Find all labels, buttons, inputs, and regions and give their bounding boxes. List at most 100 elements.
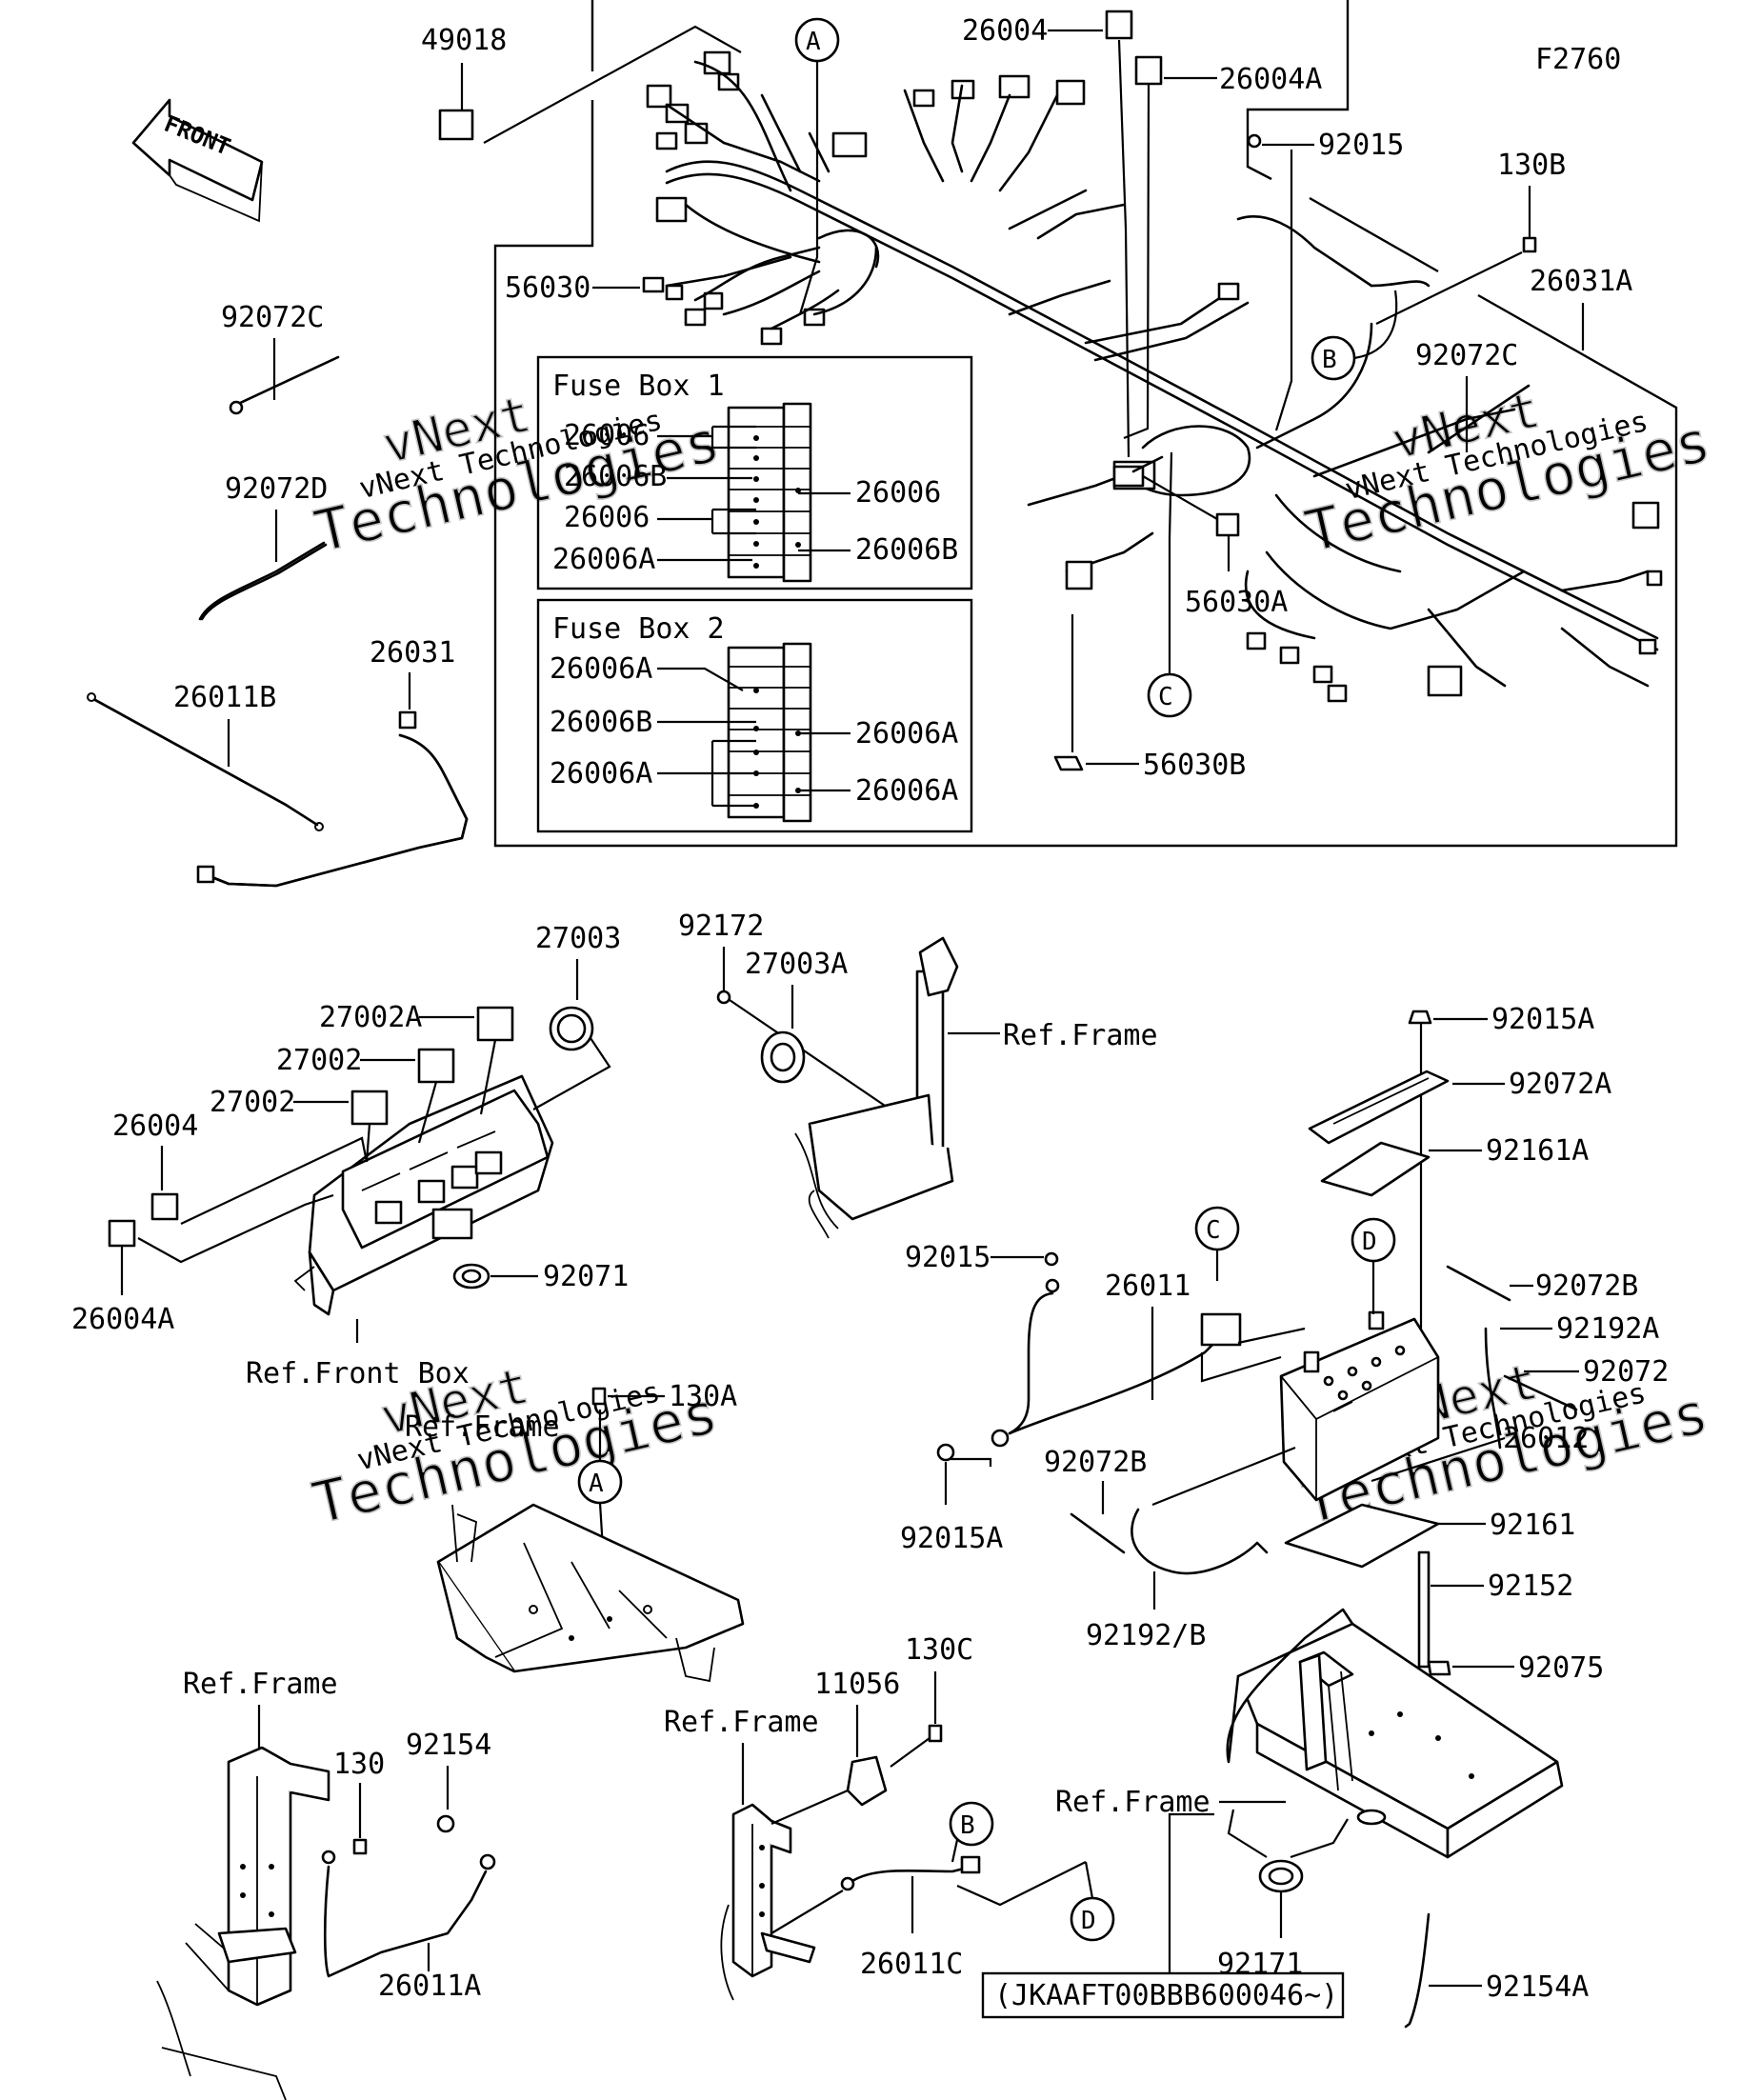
callout-b-top: B bbox=[1311, 290, 1398, 381]
svg-text:92075: 92075 bbox=[1518, 1651, 1604, 1685]
fuse-box-2-panel: Fuse Box 2 26006A 26006B 26006A 26006A 2… bbox=[536, 598, 973, 833]
part-92015A-mid: 92015A bbox=[900, 1443, 1003, 1555]
svg-text:26011B: 26011B bbox=[173, 681, 276, 714]
part-92171: 92171 bbox=[1217, 1809, 1349, 1981]
top-part-56030B: 56030B bbox=[1053, 614, 1246, 782]
harness-connectors bbox=[646, 50, 1663, 703]
callout-d-bottom: D bbox=[1070, 1861, 1115, 1942]
ref-frame-mid-drawing bbox=[436, 1503, 745, 1683]
part-92072A: 92072A bbox=[1308, 1068, 1611, 1145]
svg-text:D: D bbox=[1081, 1907, 1096, 1935]
part-26011B: 26011B bbox=[87, 681, 324, 831]
callout-c-top: C bbox=[1147, 451, 1192, 718]
svg-text:92192A: 92192A bbox=[1556, 1312, 1659, 1346]
top-part-56030A: 56030A bbox=[1142, 475, 1288, 619]
part-92154A: 92154A bbox=[1404, 1912, 1589, 2029]
fuse-box-2-label-5: 26006A bbox=[855, 774, 958, 808]
svg-text:92072C: 92072C bbox=[221, 301, 324, 334]
svg-text:92072B: 92072B bbox=[1535, 1270, 1638, 1303]
svg-text:92072: 92072 bbox=[1583, 1355, 1669, 1389]
ref-front-box: Ref.Front Box bbox=[246, 1357, 470, 1390]
svg-text:26031: 26031 bbox=[370, 636, 455, 670]
fuse-box-2-label-3: 26006A bbox=[550, 757, 652, 790]
fuse-box-1-label-5: 26006 bbox=[855, 476, 941, 510]
fuse-box-1-label-6: 26006B bbox=[855, 533, 958, 567]
svg-text:27002: 27002 bbox=[276, 1044, 362, 1077]
part-26011C: 26011C bbox=[770, 1855, 1087, 1981]
part-92152: 92152 bbox=[1417, 1550, 1573, 1669]
part-92072C-left: 92072C bbox=[221, 301, 340, 415]
part-92161A: 92161A bbox=[1320, 1134, 1589, 1197]
svg-text:C: C bbox=[1158, 683, 1173, 711]
svg-text:B: B bbox=[960, 1811, 975, 1840]
part-26004-mid: 26004 bbox=[112, 1110, 369, 1225]
svg-text:11056: 11056 bbox=[814, 1668, 900, 1701]
svg-text:92152: 92152 bbox=[1488, 1570, 1573, 1603]
part-26031: 26031 bbox=[196, 636, 469, 888]
callout-b-bottom: B bbox=[949, 1801, 994, 1863]
watermark-1: vNext Technologies vNext Technologies bbox=[308, 385, 727, 567]
fuse-box-1-label-1: 26006 bbox=[564, 419, 650, 452]
svg-text:92072B: 92072B bbox=[1044, 1446, 1147, 1479]
ref-frame-bottom-left-drawing bbox=[156, 1705, 330, 2100]
svg-text:92171: 92171 bbox=[1217, 1948, 1303, 1981]
svg-text:B: B bbox=[1322, 346, 1337, 374]
svg-text:92192/B: 92192/B bbox=[1086, 1619, 1206, 1652]
svg-text:92072A: 92072A bbox=[1509, 1068, 1611, 1101]
svg-text:27002: 27002 bbox=[210, 1086, 295, 1119]
svg-text:92015A: 92015A bbox=[1491, 1003, 1594, 1036]
callout-c-mid: C bbox=[1194, 1206, 1240, 1281]
svg-text:26004: 26004 bbox=[962, 14, 1048, 48]
svg-text:49018: 49018 bbox=[421, 24, 507, 57]
svg-text:92161: 92161 bbox=[1490, 1509, 1575, 1542]
front-box-assembly bbox=[293, 1074, 554, 1343]
ref-frame-bottom-mid: Ref.Frame bbox=[664, 1706, 819, 1739]
svg-text:C: C bbox=[1206, 1216, 1221, 1245]
ref-frame-bottom-left: Ref.Frame bbox=[183, 1668, 338, 1701]
part-26012: 26012 bbox=[1371, 1422, 1589, 1483]
part-92075: 92075 bbox=[1427, 1651, 1604, 1685]
part-92015-mid: 92015 bbox=[905, 1241, 1059, 1274]
callout-a-top: A bbox=[794, 17, 840, 315]
part-27003A: 27003A bbox=[745, 948, 848, 1084]
part-11056: 11056 bbox=[770, 1668, 900, 1826]
part-27002A: 27002A bbox=[319, 1001, 514, 1115]
part-27003: 27003 bbox=[532, 922, 621, 1110]
svg-text:26031A: 26031A bbox=[1530, 265, 1632, 298]
svg-text:26011: 26011 bbox=[1105, 1270, 1191, 1303]
svg-text:130B: 130B bbox=[1497, 149, 1566, 182]
svg-text:92015: 92015 bbox=[905, 1241, 991, 1274]
svg-text:92015A: 92015A bbox=[900, 1522, 1003, 1555]
part-92071: 92071 bbox=[452, 1260, 629, 1293]
fuse-box-1-panel: Fuse Box 1 26006 26006B 26006 26006A 260… bbox=[536, 355, 973, 590]
front-arrow-icon: FRONT bbox=[131, 98, 264, 223]
fuse-box-1-label-3: 26006 bbox=[564, 501, 650, 534]
part-26011: 26011 bbox=[991, 1270, 1306, 1448]
battery-tray bbox=[1226, 1608, 1564, 1859]
main-harness-outline bbox=[493, 0, 1678, 848]
part-130: 130 bbox=[333, 1748, 385, 1855]
part-92154: 92154 bbox=[406, 1729, 491, 1833]
svg-text:130A: 130A bbox=[669, 1380, 737, 1413]
svg-text:92015: 92015 bbox=[1318, 129, 1404, 162]
svg-text:27003A: 27003A bbox=[745, 948, 848, 981]
part-92072B-mid: 92072B bbox=[1044, 1446, 1147, 1554]
fuse-box-2-label-4: 26006A bbox=[855, 717, 958, 750]
part-27002-a: 27002 bbox=[276, 1044, 455, 1144]
fuse-box-2-label-1: 26006A bbox=[550, 652, 652, 686]
svg-text:92072C: 92072C bbox=[1415, 339, 1518, 372]
fuse-box-1-label-2: 26006B bbox=[564, 460, 667, 493]
svg-text:(JKAAFT00BBB600046~): (JKAAFT00BBB600046~) bbox=[994, 1979, 1338, 2012]
main-wire-harness bbox=[665, 160, 1659, 688]
part-27002-b: 27002 bbox=[210, 1086, 389, 1163]
svg-text:26004: 26004 bbox=[112, 1110, 198, 1143]
part-92072D: 92072D bbox=[198, 472, 328, 621]
svg-text:27002A: 27002A bbox=[319, 1001, 422, 1034]
svg-text:130C: 130C bbox=[905, 1633, 973, 1667]
svg-text:27003: 27003 bbox=[535, 922, 621, 955]
fuse-box-1-label-4: 26006A bbox=[552, 543, 655, 576]
part-130C: 130C bbox=[890, 1633, 973, 1768]
svg-text:92071: 92071 bbox=[543, 1260, 629, 1293]
top-part-130B: 130B bbox=[1375, 149, 1566, 325]
